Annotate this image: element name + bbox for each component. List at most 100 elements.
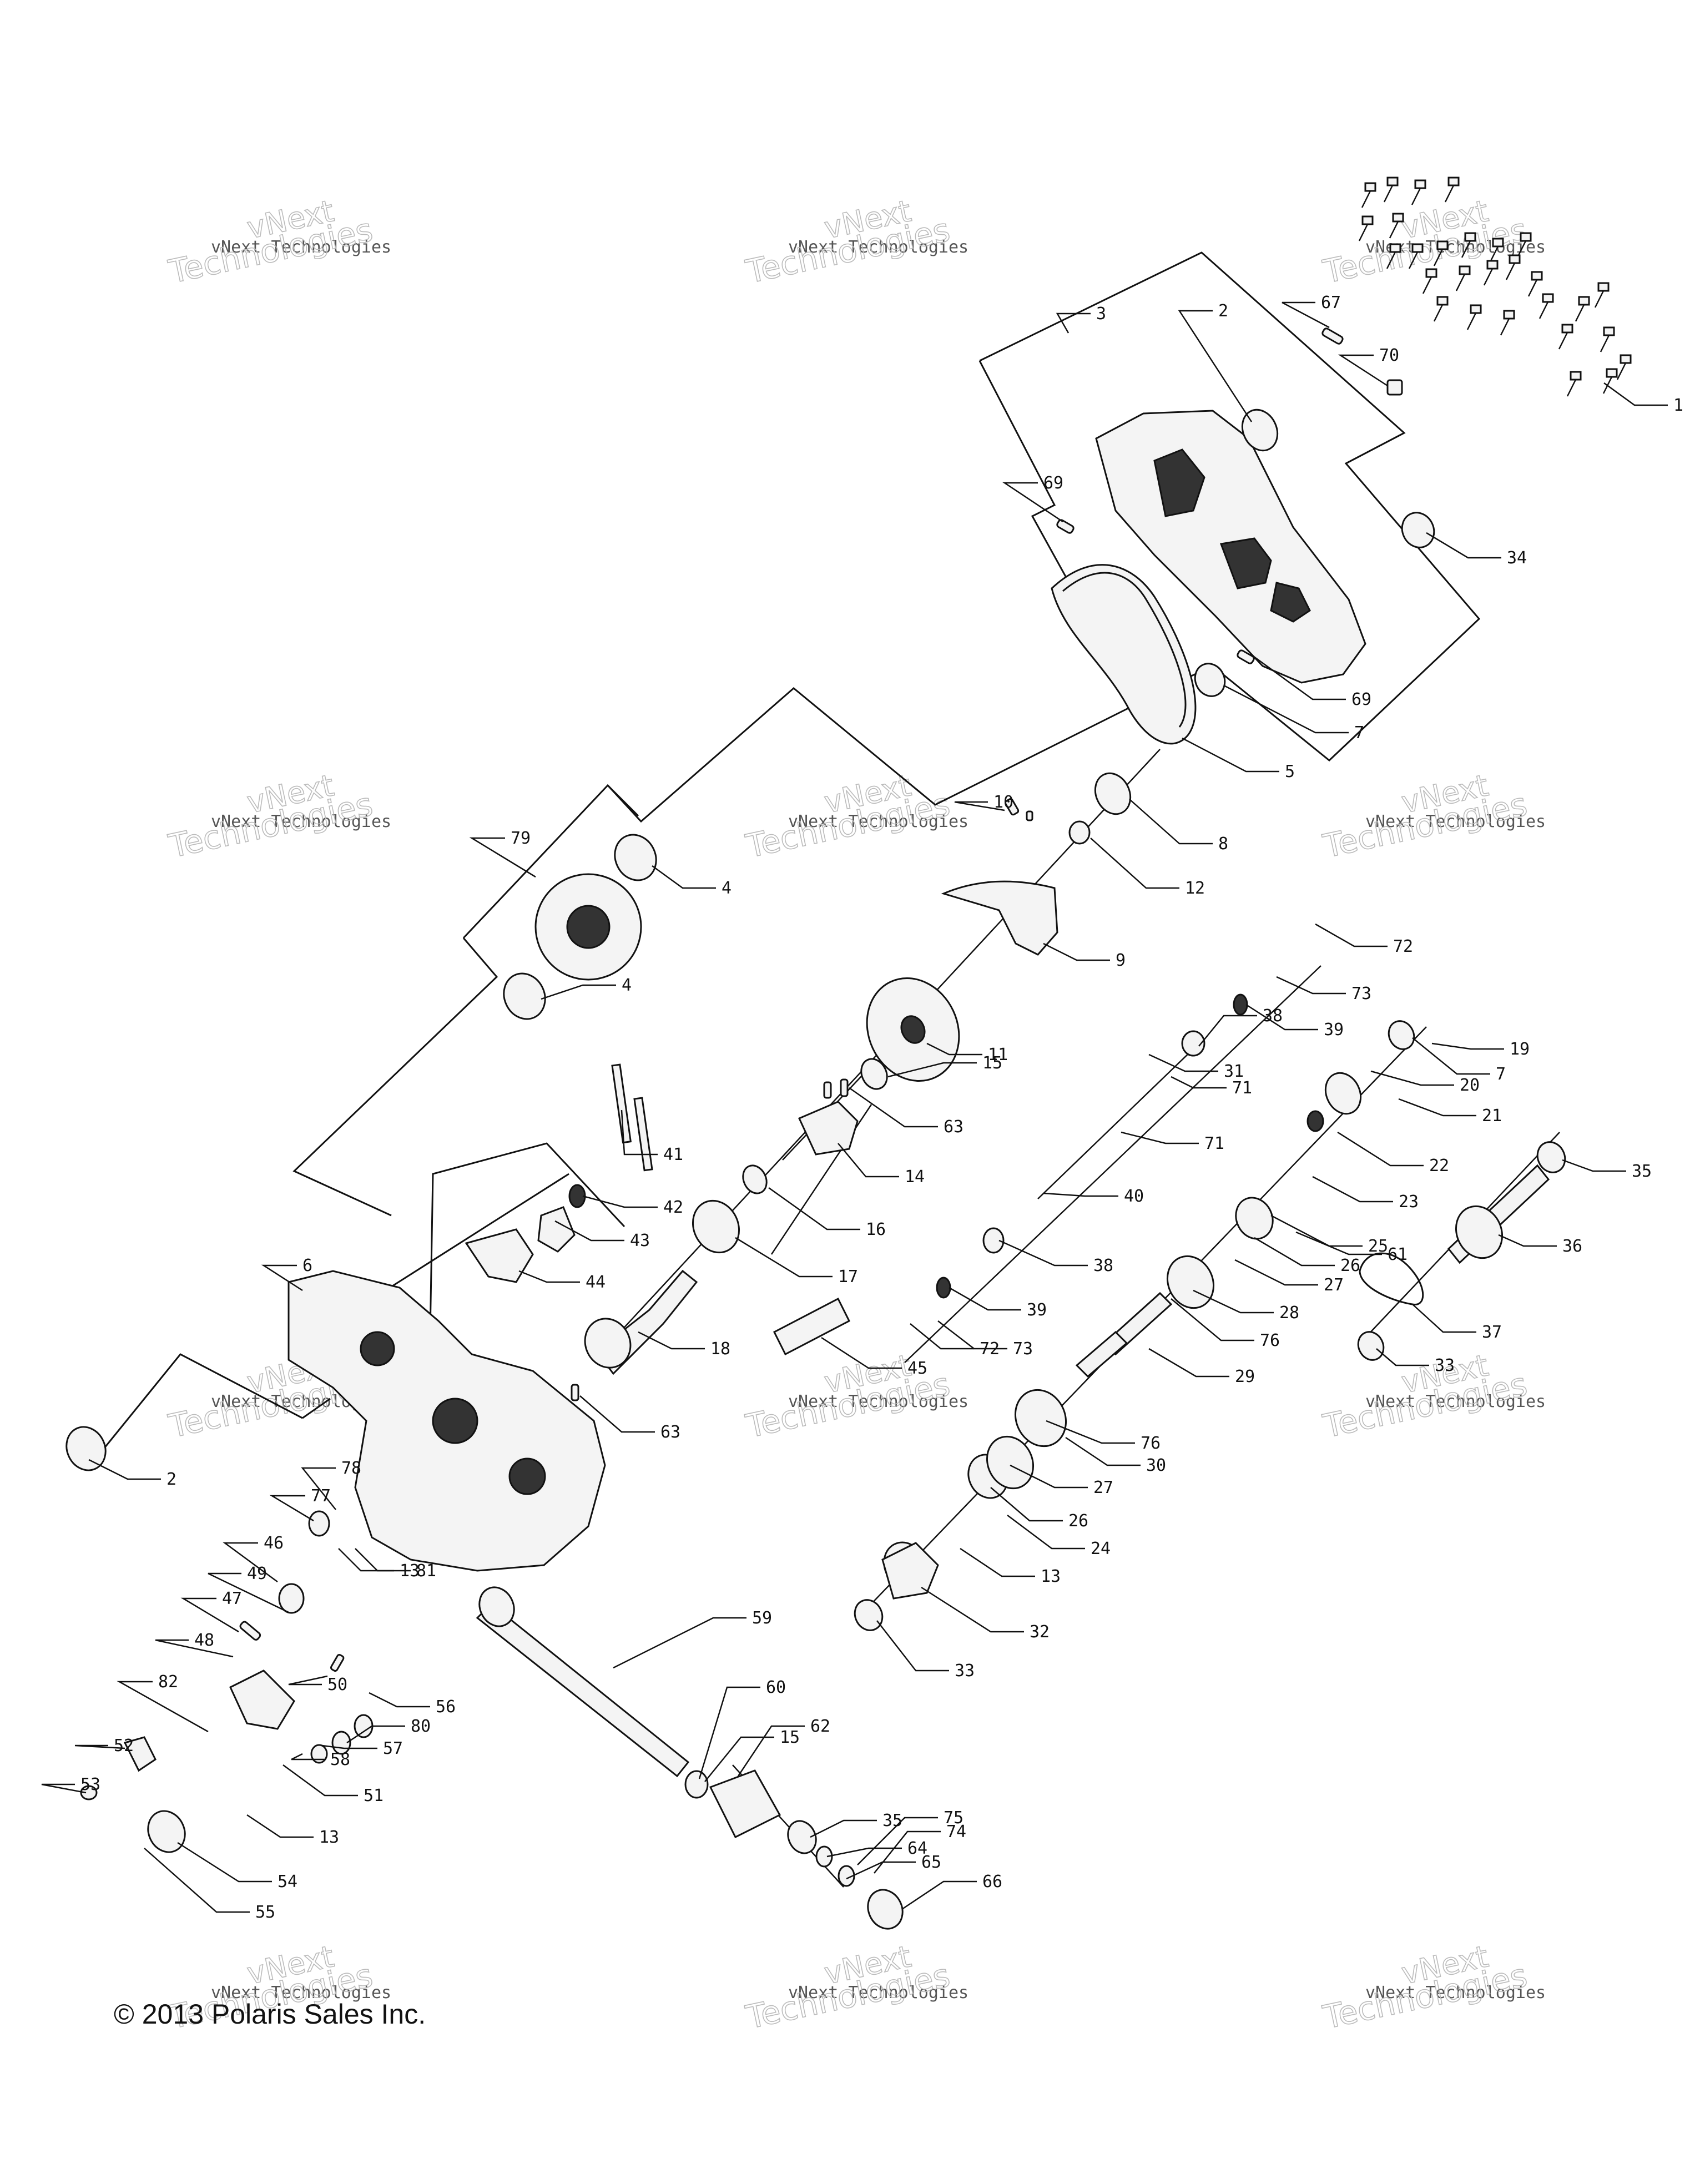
- bearing-icon: [787, 1820, 817, 1854]
- callout-label: 55: [255, 1903, 275, 1922]
- callout-75: 75: [857, 1808, 964, 1865]
- callout-72: 72: [910, 1323, 1000, 1359]
- leader-line: [849, 1087, 938, 1128]
- callout-label: 20: [1460, 1076, 1480, 1095]
- sprocket-icon: [1094, 772, 1132, 815]
- callout-81: 81: [355, 1548, 436, 1581]
- callout-4: 4: [541, 976, 632, 1000]
- ring-icon: [815, 1845, 833, 1868]
- leader-line: [926, 1042, 982, 1056]
- ring-icon: [684, 1770, 709, 1799]
- leader-line: [117, 1681, 209, 1733]
- leader-line: [613, 1617, 746, 1669]
- watermark-text: vNext Technologies: [788, 1983, 968, 2003]
- callout-label: 63: [944, 1117, 964, 1137]
- callout-label: 77: [311, 1486, 331, 1506]
- callout-71: 71: [1121, 1131, 1224, 1153]
- callout-label: 54: [278, 1872, 297, 1892]
- callout-label: 76: [1260, 1331, 1280, 1350]
- gear-icon: [986, 1435, 1035, 1490]
- callout-label: 14: [905, 1167, 925, 1187]
- leader-line: [810, 1819, 877, 1838]
- leader-line: [1295, 1231, 1382, 1255]
- callout-18: 18: [638, 1331, 730, 1359]
- leader-line: [960, 1547, 1035, 1577]
- callout-47: 47: [180, 1589, 242, 1633]
- gear-small-icon: [308, 1510, 330, 1537]
- leader-line: [1223, 684, 1349, 734]
- bolt-icon: [1600, 326, 1615, 352]
- callout-label: 34: [1507, 548, 1527, 568]
- callout-label: 30: [1146, 1456, 1166, 1475]
- callout-11: 11: [926, 1042, 1008, 1065]
- dowel-pin-icon: [1056, 519, 1075, 534]
- callout-65: 65: [846, 1853, 941, 1880]
- copyright-notice: © 2013 Polaris Sales Inc.: [114, 1999, 426, 2030]
- screw-icon: [330, 1653, 345, 1672]
- leader-line: [1010, 1464, 1088, 1489]
- gear-icon: [1014, 1389, 1067, 1447]
- callout-79: 79: [469, 829, 536, 878]
- callout-label: 27: [1093, 1478, 1113, 1497]
- callout-5: 5: [1182, 737, 1295, 781]
- fork-icon: [982, 1227, 1005, 1254]
- callout-27: 27: [1010, 1464, 1113, 1497]
- callout-52: 52: [74, 1736, 134, 1756]
- leader-line: [579, 1395, 655, 1433]
- callout-55: 55: [144, 1848, 275, 1922]
- callout-label: 43: [630, 1231, 650, 1250]
- callout-label: 17: [838, 1267, 858, 1287]
- output-shaft-icon: [476, 1602, 690, 1778]
- callout-82: 82: [117, 1672, 209, 1733]
- callout-label: 19: [1510, 1040, 1530, 1059]
- watermark-text: vNext Technologies: [788, 1392, 968, 1411]
- callout-label: 8: [1218, 834, 1228, 854]
- callout-label: 38: [1263, 1006, 1283, 1026]
- callout-32: 32: [921, 1586, 1050, 1642]
- callout-label: 70: [1379, 346, 1399, 365]
- callout-label: 2: [167, 1470, 176, 1489]
- leader-line: [261, 1264, 303, 1292]
- callout-22: 22: [1337, 1131, 1449, 1176]
- nut-icon: [1386, 379, 1403, 396]
- callout-label: 32: [1030, 1622, 1050, 1642]
- callout-9: 9: [1043, 942, 1126, 970]
- callout-label: 82: [158, 1672, 178, 1692]
- callout-8: 8: [1129, 799, 1228, 854]
- callout-40: 40: [1043, 1187, 1144, 1206]
- rod-icon: [611, 1063, 632, 1144]
- bolt-icon: [1594, 282, 1610, 308]
- callout-30: 30: [1065, 1436, 1166, 1475]
- callout-label: 1: [1673, 396, 1683, 415]
- leader-line: [1312, 1176, 1393, 1203]
- shaft-small-icon: [239, 1621, 261, 1641]
- dowel-pin-icon: [1237, 649, 1255, 664]
- callout-35: 35: [1562, 1159, 1652, 1181]
- callout-69: 69: [1251, 654, 1371, 709]
- leader-line: [698, 1686, 760, 1779]
- leader-line: [582, 1195, 658, 1208]
- callout-label: 29: [1235, 1367, 1255, 1386]
- shift-fork-icon: [465, 1228, 534, 1283]
- callout-label: 3: [1096, 304, 1106, 324]
- callout-label: 47: [222, 1589, 242, 1608]
- screw-icon: [840, 1078, 849, 1097]
- bearing-icon: [1194, 663, 1226, 697]
- callout-label: 61: [1388, 1245, 1408, 1264]
- watermark-text: vNext Technologies: [1365, 1392, 1546, 1411]
- leader-line: [876, 1620, 949, 1672]
- callout-37: 37: [1412, 1304, 1502, 1342]
- callout-80: 80: [346, 1717, 431, 1744]
- callout-71: 71: [1171, 1076, 1252, 1098]
- callout-76: 76: [1046, 1420, 1161, 1453]
- callout-38: 38: [1198, 1006, 1283, 1047]
- callout-label: 7: [1354, 723, 1364, 743]
- bolt-icon: [1602, 368, 1618, 394]
- callout-59: 59: [613, 1608, 772, 1669]
- callout-label: 64: [907, 1839, 927, 1858]
- callout-label: 15: [982, 1053, 1002, 1073]
